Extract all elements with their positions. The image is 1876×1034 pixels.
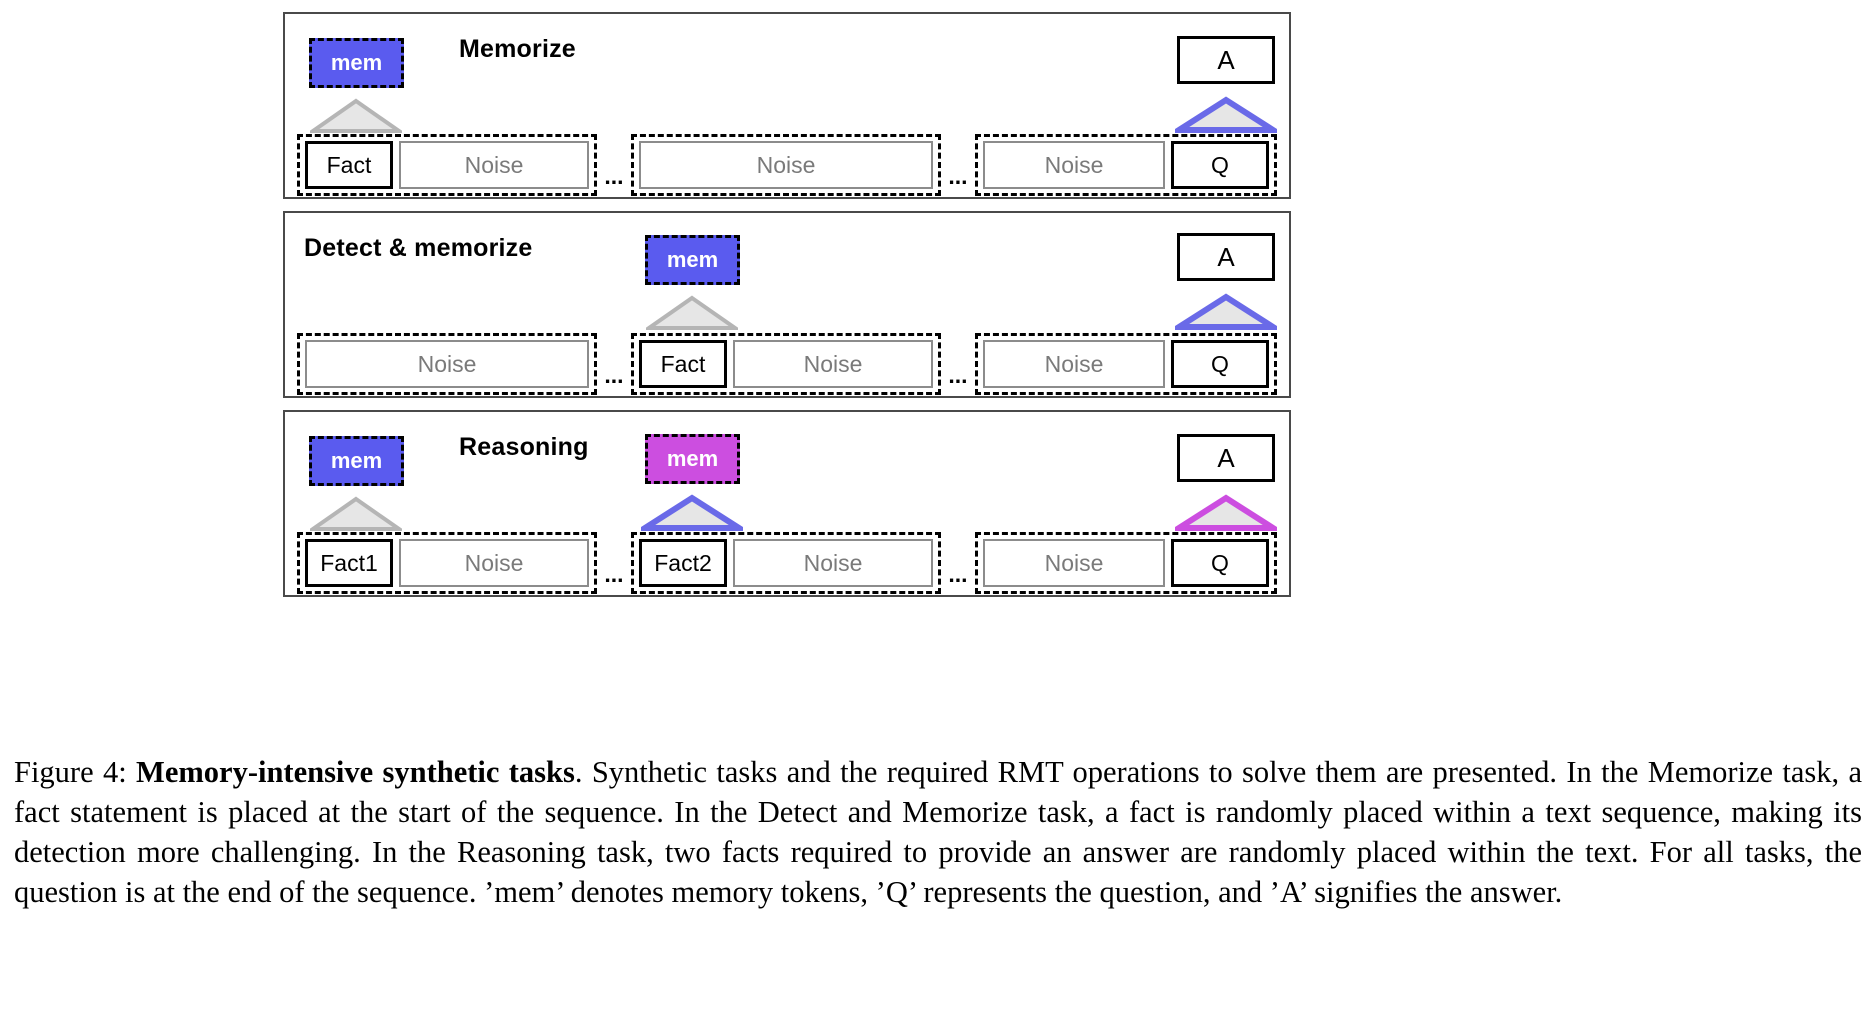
mem-token-magenta-reasoning: mem xyxy=(645,434,740,484)
segment-2: Fact Noise xyxy=(631,333,941,395)
answer-box-detect: A xyxy=(1177,233,1275,281)
answer-box-memorize: A xyxy=(1177,36,1275,84)
cell-noise: Noise xyxy=(733,539,933,587)
diagram: Memorize mem A Fact Noise xyxy=(283,12,1291,609)
ellipsis-1: ... xyxy=(604,163,624,189)
segment-3: Noise Q xyxy=(975,134,1277,196)
write-triangle-gray-detect xyxy=(646,295,738,330)
segment-1: Fact Noise xyxy=(297,134,597,196)
caption-body: . Synthetic tasks and the required RMT o… xyxy=(14,755,1863,909)
mem-token-label: mem xyxy=(666,247,719,272)
caption-bold-title: Memory-intensive synthetic tasks xyxy=(136,755,575,789)
ellipsis-2: ... xyxy=(948,362,968,388)
answer-box-reasoning: A xyxy=(1177,434,1275,482)
ellipsis-2: ... xyxy=(948,163,968,189)
read-triangle-blue-detect xyxy=(1175,293,1277,330)
mem-token-label: mem xyxy=(330,50,383,75)
cell-question: Q xyxy=(1171,340,1269,388)
mem-token-blue-detect: mem xyxy=(645,235,740,285)
panel-memorize: Memorize mem A Fact Noise xyxy=(283,12,1291,199)
cell-noise: Noise xyxy=(983,539,1165,587)
panel-title-reasoning: Reasoning xyxy=(459,433,589,461)
answer-label: A xyxy=(1217,241,1235,272)
answer-label: A xyxy=(1217,442,1235,473)
figure-caption: Figure 4: Memory-intensive synthetic tas… xyxy=(14,752,1862,912)
ellipsis-1: ... xyxy=(604,362,624,388)
cell-noise: Noise xyxy=(305,340,589,388)
mem-token-label: mem xyxy=(666,446,719,471)
cell-noise: Noise xyxy=(399,141,589,189)
segment-1: Noise xyxy=(297,333,597,395)
panel-title-detect-and-memorize: Detect & memorize xyxy=(304,234,533,262)
segment-2: Noise xyxy=(631,134,941,196)
cell-fact: Fact xyxy=(639,340,727,388)
segment-3: Noise Q xyxy=(975,532,1277,594)
caption-number: Figure 4: xyxy=(14,755,127,789)
panel-title-memorize: Memorize xyxy=(459,35,576,63)
answer-label: A xyxy=(1217,44,1235,75)
read-triangle-magenta-reasoning xyxy=(1175,494,1277,531)
cell-noise: Noise xyxy=(639,141,933,189)
segment-1: Fact1 Noise xyxy=(297,532,597,594)
cell-question: Q xyxy=(1171,141,1269,189)
sequence-strip-memorize: Fact Noise ... Noise ... Noise Q xyxy=(297,134,1277,196)
read-write-triangle-blue-reasoning xyxy=(641,494,743,531)
cell-noise: Noise xyxy=(983,141,1165,189)
cell-fact: Fact xyxy=(305,141,393,189)
cell-question: Q xyxy=(1171,539,1269,587)
write-triangle-gray-reasoning xyxy=(310,496,402,531)
mem-token-blue-reasoning: mem xyxy=(309,436,404,486)
sequence-strip-reasoning: Fact1 Noise ... Fact2 Noise ... Noise Q xyxy=(297,532,1277,594)
cell-fact: Fact1 xyxy=(305,539,393,587)
cell-noise: Noise xyxy=(399,539,589,587)
cell-fact: Fact2 xyxy=(639,539,727,587)
cell-noise: Noise xyxy=(733,340,933,388)
segment-2: Fact2 Noise xyxy=(631,532,941,594)
mem-token-blue-memorize: mem xyxy=(309,38,404,88)
ellipsis-1: ... xyxy=(604,561,624,587)
sequence-strip-detect: Noise ... Fact Noise ... Noise Q xyxy=(297,333,1277,395)
mem-token-label: mem xyxy=(330,448,383,473)
ellipsis-2: ... xyxy=(948,561,968,587)
panel-reasoning: Reasoning mem mem A xyxy=(283,410,1291,597)
cell-noise: Noise xyxy=(983,340,1165,388)
panel-detect-and-memorize: Detect & memorize mem A Noise xyxy=(283,211,1291,398)
read-triangle-blue-memorize xyxy=(1175,96,1277,133)
segment-3: Noise Q xyxy=(975,333,1277,395)
write-triangle-gray-memorize xyxy=(310,98,402,133)
